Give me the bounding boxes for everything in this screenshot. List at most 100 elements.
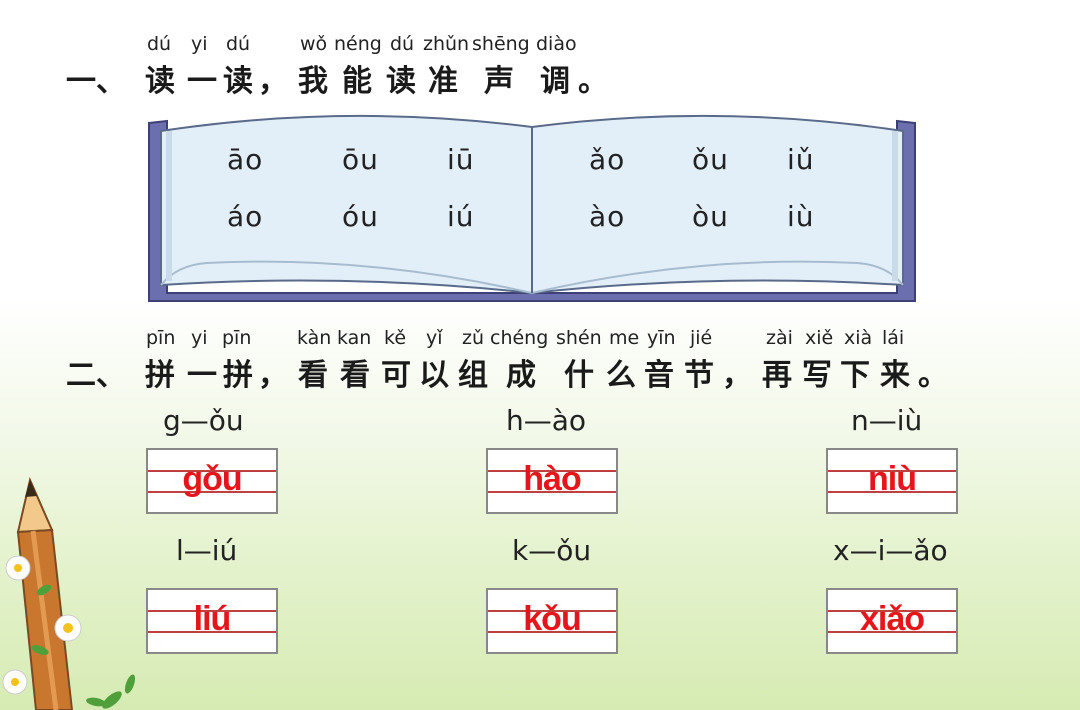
heading-char: 拼: [223, 358, 253, 393]
pencil-body: [16, 476, 74, 710]
book-syllable: iú: [447, 200, 475, 233]
writing-line: [488, 491, 616, 493]
heading-char: 一: [187, 64, 217, 99]
pinyin: kě: [384, 327, 407, 349]
heading-char: 拼: [145, 358, 175, 393]
book-syllable: òu: [692, 200, 729, 233]
pinyin: kan: [337, 327, 372, 349]
pinyin: chéng: [490, 327, 549, 349]
writing-line: [148, 631, 276, 633]
heading-char: 声: [484, 64, 514, 99]
writing-line: [828, 491, 956, 493]
answer-box: liú: [146, 588, 278, 654]
writing-line: [488, 470, 616, 472]
heading-char: 。: [578, 64, 608, 99]
writing-line: [828, 631, 956, 633]
exercise-prompt: k—ǒu: [512, 534, 592, 567]
answer-text: hào: [523, 460, 581, 498]
answer-text: liú: [193, 600, 232, 638]
book-syllable: áo: [227, 200, 264, 233]
answer-text: xiǎo: [859, 600, 925, 638]
section-number: 二、: [66, 358, 126, 393]
heading-char: ，: [258, 64, 288, 99]
vine-leaves: [31, 584, 136, 709]
heading-char: 组: [458, 358, 488, 393]
section1-heading: 一、 读 一 读 ， 我 能 读 准 声 调 。: [0, 56, 1080, 99]
book-syllable: óu: [342, 200, 379, 233]
pinyin: yi: [191, 327, 208, 349]
heading-char: 。: [918, 358, 948, 393]
heading-char: ，: [258, 358, 288, 393]
writing-line: [488, 631, 616, 633]
section-number: 一、: [66, 64, 126, 99]
exercise-prompt: g—ǒu: [163, 404, 244, 437]
book-syllable: ōu: [342, 143, 379, 176]
heading-char: 来: [880, 358, 910, 393]
section2-heading: 二、 拼 一 拼 ， 看 看 可 以 组 成 什 么 音 节 ， 再 写 下 来…: [0, 350, 1080, 393]
heading-char: 准: [428, 64, 458, 99]
writing-line: [828, 610, 956, 612]
pinyin-neng: néng: [334, 33, 382, 55]
heading-char: 什: [564, 358, 594, 393]
answer-box: xiǎo: [826, 588, 958, 654]
pinyin: xià: [844, 327, 873, 349]
book-illustration: [148, 114, 916, 302]
pinyin-diao: diào: [536, 33, 577, 55]
answer-box: kǒu: [486, 588, 618, 654]
pinyin: jié: [690, 327, 713, 349]
pinyin: zǔ: [462, 327, 485, 349]
book-syllable: iū: [447, 143, 475, 176]
exercise-prompt: h—ào: [506, 404, 587, 437]
book-syllable: iù: [787, 200, 815, 233]
heading-char: 看: [298, 358, 328, 393]
book-syllable: āo: [227, 143, 264, 176]
pinyin: lái: [882, 327, 905, 349]
pinyin-du: dú: [226, 33, 251, 55]
book-syllable: ào: [589, 200, 626, 233]
heading-char: 么: [606, 358, 636, 393]
pinyin: pīn: [146, 327, 176, 349]
writing-line: [148, 491, 276, 493]
heading-char: 读: [386, 64, 416, 99]
writing-line: [488, 610, 616, 612]
heading-char: 成: [506, 358, 536, 393]
pinyin-zhun: zhǔn: [423, 33, 470, 55]
pinyin-yi: yi: [191, 33, 208, 55]
heading-char: 能: [342, 64, 372, 99]
book-syllable: ǒu: [692, 143, 729, 176]
heading-char: 节: [684, 358, 714, 393]
heading-char: ，: [722, 358, 752, 393]
section2-pinyin: pīn yi pīn kàn kan kě yǐ zǔ chéng shén m…: [0, 327, 1080, 351]
pinyin: zài: [766, 327, 793, 349]
pinyin-wo: wǒ: [300, 33, 328, 55]
daisy-flower-icon: [2, 555, 82, 695]
open-book: āo ōu iū áo óu iú ǎo ǒu iǔ ào òu iù: [147, 105, 917, 305]
writing-line: [148, 610, 276, 612]
answer-text: gǒu: [182, 460, 242, 498]
pinyin: me: [609, 327, 640, 349]
pinyin: kàn: [297, 327, 332, 349]
heading-char: 音: [644, 358, 674, 393]
section1-pinyin: dú yi dú wǒ néng dú zhǔn shēng diào: [0, 33, 1080, 57]
answer-box: gǒu: [146, 448, 278, 514]
heading-char: 我: [298, 64, 328, 99]
pinyin: pīn: [222, 327, 252, 349]
writing-line: [828, 470, 956, 472]
heading-char: 可: [381, 358, 411, 393]
heading-char: 以: [419, 358, 449, 393]
pinyin: shén: [556, 327, 602, 349]
heading-char: 看: [340, 358, 370, 393]
answer-box: niù: [826, 448, 958, 514]
heading-char: 一: [187, 358, 217, 393]
pencil-icon: [2, 476, 136, 710]
pinyin-sheng: shēng: [472, 33, 530, 55]
writing-line: [148, 470, 276, 472]
pinyin: yǐ: [426, 327, 443, 349]
exercise-prompt: n—iù: [851, 404, 923, 437]
heading-char: 读: [223, 64, 253, 99]
answer-text: niù: [868, 460, 917, 498]
pinyin-du: dú: [147, 33, 172, 55]
heading-char: 下: [840, 358, 870, 393]
pinyin: yīn: [647, 327, 676, 349]
exercise-prompt: l—iú: [176, 534, 238, 567]
